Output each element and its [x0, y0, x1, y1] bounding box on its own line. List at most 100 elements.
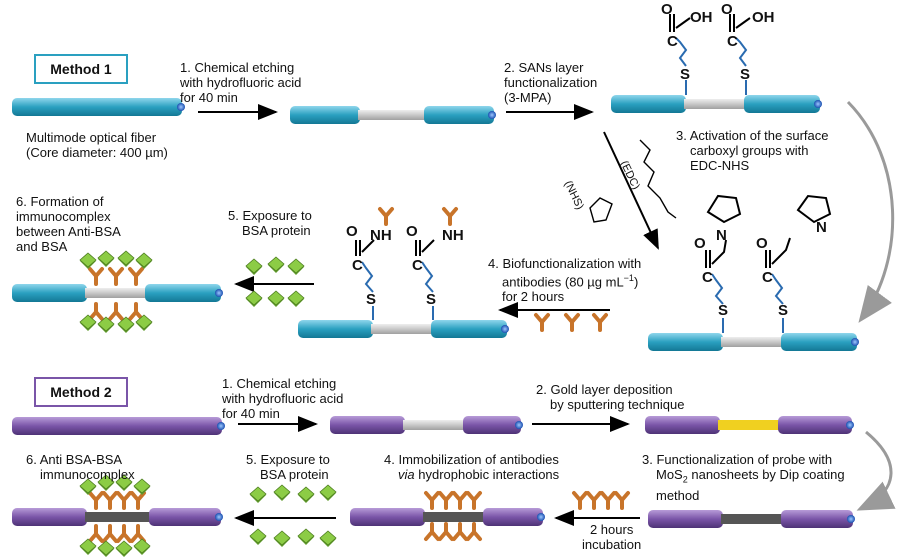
m1-caption-line: (Core diameter: 400 µm): [26, 145, 168, 160]
m1-step4-line: 4. Biofunctionalization with: [488, 256, 642, 271]
m1-antibodies-free: [534, 313, 608, 332]
chem-nh: NH: [442, 227, 464, 244]
chem-s: S: [718, 302, 729, 319]
m2-step2-line: 2. Gold layer deposition: [536, 382, 673, 397]
chem-o: O: [694, 235, 706, 252]
m1-step6-line: 6. Formation of: [16, 194, 104, 209]
method2-title: Method 2: [34, 377, 128, 407]
m1-step2-line: 2. SANs layer: [504, 60, 584, 75]
m1-step4-exp: −1: [623, 273, 634, 283]
chem-c: C: [352, 257, 363, 274]
m2-step6: 6. Anti BSA-BSA immunocomplex: [26, 452, 135, 482]
chem-oh: OH: [690, 9, 713, 26]
m1-arrow-3: [603, 131, 659, 250]
m1-step6: 6. Formation of immunocomplex between An…: [16, 194, 121, 254]
chem-s: S: [740, 66, 751, 83]
m1-step6-line: between Anti-BSA: [16, 224, 121, 239]
m2-step5: 5. Exposure to BSA protein: [246, 452, 330, 482]
chem-oh: OH: [752, 9, 775, 26]
m1-curved-arrow-1: [846, 100, 895, 323]
m1-step4-line: for 2 hours: [502, 289, 565, 305]
m2-fiber-full: [12, 417, 225, 435]
m2-curved-arrow: [856, 430, 896, 511]
chem-o: O: [406, 223, 418, 240]
chem-c: C: [667, 33, 678, 50]
m2-fiber-mos2: [648, 510, 855, 528]
chem-o: O: [721, 1, 733, 18]
m2-step1: 1. Chemical etching with hydrofluoric ac…: [222, 376, 343, 421]
m1-step4-tail: ): [633, 274, 639, 290]
m1-fiber-caption: Multimode optical fiber (Core diameter: …: [26, 130, 168, 160]
m1-step2: 2. SANs layer functionalization (3-MPA): [504, 60, 597, 105]
m2-step1-line: with hydrofluoric acid: [222, 391, 344, 406]
m2-step3-line: 3. Functionalization of probe with: [642, 452, 833, 467]
m2-antibodies-free: [572, 491, 630, 510]
chem-c: C: [412, 257, 423, 274]
m2-step3-line: MoS2 nanosheets by Dip coating: [642, 467, 845, 488]
m1-caption-line: Multimode optical fiber: [26, 130, 157, 145]
m1-step5-line: BSA protein: [242, 223, 311, 238]
m1-step3-line: EDC-NHS: [690, 158, 750, 173]
m2-step4-via: via: [398, 467, 415, 482]
reagent-structures: [589, 139, 677, 223]
m2-incubation: 2 hours incubation: [582, 522, 641, 552]
m1-fiber-complex: [12, 250, 223, 334]
m1-step5: 5. Exposure to BSA protein: [228, 208, 312, 238]
method1-title: Method 1: [34, 54, 128, 84]
chem-o: O: [756, 235, 768, 252]
chem-n: N: [816, 219, 827, 236]
m1-bsa-free: [245, 256, 305, 308]
m2-step6-line: immunocomplex: [40, 467, 135, 482]
m1-fiber-activated: [648, 194, 859, 351]
m1-step1-line: with hydrofluoric acid: [180, 75, 302, 90]
m2-bsa-free: [249, 484, 337, 548]
m1-fiber-full: [12, 98, 185, 116]
m1-step3-line: carboxyl groups with: [690, 143, 809, 158]
m2-step4-line: 4. Immobilization of antibodies: [384, 452, 559, 467]
m2-fiber-gold: [645, 416, 854, 434]
m2-step1-line: 1. Chemical etching: [222, 376, 337, 391]
chem-nh: NH: [370, 227, 392, 244]
m2-step3: 3. Functionalization of probe with MoS2 …: [642, 452, 845, 503]
chem-s: S: [680, 66, 691, 83]
m2-fiber-complex: [12, 474, 223, 558]
m1-fiber-etched: [290, 106, 496, 124]
m1-step4-line: antibodies (80 µg mL−1): [488, 271, 641, 289]
m2-step6-line: 6. Anti BSA-BSA: [26, 452, 123, 467]
m2-step2: 2. Gold layer deposition by sputtering t…: [536, 382, 684, 412]
chem-c: C: [762, 269, 773, 286]
m1-step5-line: 5. Exposure to: [228, 208, 312, 223]
m1-step1-line: 1. Chemical etching: [180, 60, 295, 75]
m1-fiber-mpa: [611, 14, 822, 113]
m2-step3-rest: nanosheets by Dip coating: [687, 467, 845, 482]
m2-step1-line: for 40 min: [222, 406, 280, 421]
m2-step4-line: via hydrophobic interactions: [384, 467, 559, 482]
m2-fiber-antibody: [350, 491, 545, 541]
m2-step3-line: method: [656, 487, 700, 503]
m1-step1: 1. Chemical etching with hydrofluoric ac…: [180, 60, 301, 105]
m2-step3-mos: MoS: [656, 467, 683, 482]
m2-incubation-line: 2 hours: [589, 522, 634, 537]
chem-o: O: [346, 223, 358, 240]
m2-step2-line: by sputtering technique: [550, 397, 685, 412]
m1-step6-line: and BSA: [16, 239, 68, 254]
m2-step3-sub: 2: [682, 474, 688, 485]
m1-step2-line: (3-MPA): [504, 90, 552, 105]
m1-step6-line: immunocomplex: [16, 209, 111, 224]
m1-step4-conc: antibodies (80 µg mL: [502, 274, 624, 290]
chem-c: C: [702, 269, 713, 286]
m1-step1-line: for 40 min: [180, 90, 238, 105]
chem-o: O: [661, 1, 673, 18]
m2-fiber-etched: [330, 416, 523, 434]
m2-step5-line: 5. Exposure to: [246, 452, 330, 467]
m1-step4: 4. Biofunctionalization with antibodies …: [488, 256, 641, 304]
m1-fiber-antibody: [298, 207, 509, 338]
m2-step5-line: BSA protein: [260, 467, 329, 482]
m1-step2-line: functionalization: [504, 75, 598, 90]
m2-incubation-line: incubation: [582, 537, 642, 552]
m1-step3: 3. Activation of the surface carboxyl gr…: [676, 128, 828, 173]
chem-n: N: [716, 227, 727, 244]
chem-s: S: [366, 291, 377, 308]
m2-step4: 4. Immobilization of antibodies via hydr…: [384, 452, 559, 482]
chem-c: C: [727, 33, 738, 50]
